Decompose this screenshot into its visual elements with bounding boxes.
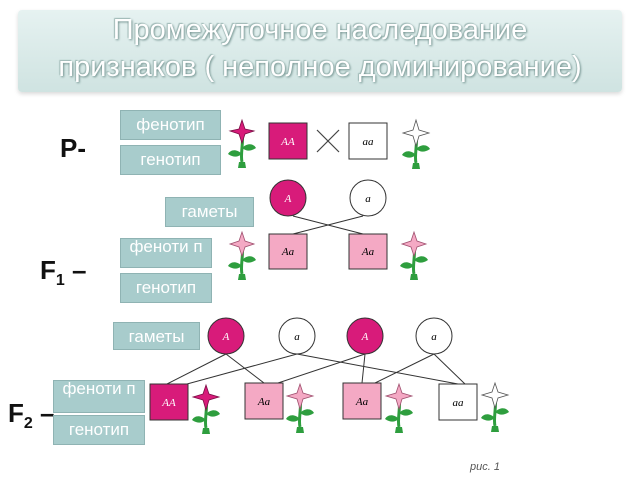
gamete-a-parent	[349, 179, 387, 217]
genotype-Aa-f2-1-text: Aa	[257, 396, 271, 408]
parent-gametes-label: гаметы	[165, 197, 254, 227]
genotype-aa-parent-text: aa	[363, 136, 375, 148]
gamete-a-parent-text: a	[365, 193, 371, 205]
genotype-Aa-f1-right	[348, 233, 388, 270]
gamete-A-f1-1	[207, 317, 245, 355]
flower-white-icon	[400, 118, 432, 171]
flower-red-icon	[226, 118, 258, 170]
gamete-a-f1-2-text: a	[431, 331, 437, 343]
f1-genotype-label: генотип	[120, 273, 212, 303]
flower-white-icon	[479, 381, 511, 434]
slide-title: Промежуточное наследование признаков ( н…	[18, 12, 622, 86]
gamete-A-parent-text: A	[284, 193, 292, 205]
generation-f2-label: F2 –	[8, 398, 55, 433]
gamete-A-f1-1-text: A	[222, 331, 230, 343]
flower-pink-icon	[284, 382, 316, 435]
f2-genotype-label: генотип	[53, 415, 145, 445]
gamete-a-f1-1	[278, 317, 316, 355]
genotype-AA-parent	[268, 122, 308, 160]
gamete-A-f1-2	[346, 317, 384, 355]
genotype-aa-parent	[348, 122, 388, 160]
genotype-aa-f2-text: aa	[453, 397, 465, 409]
gamete-A-parent	[269, 179, 307, 217]
parent-genotype-label: генотип	[120, 145, 221, 175]
f2-phenotype-label: феноти п	[53, 380, 145, 413]
genotype-Aa-f2-1	[244, 382, 284, 420]
genotype-Aa-f1-left	[268, 233, 308, 270]
flower-pink-icon	[383, 382, 415, 435]
parent-phenotype-label: фенотип	[120, 110, 221, 140]
flower-red-icon	[190, 383, 222, 436]
genotype-AA-f2-text: AA	[161, 397, 176, 409]
genotype-Aa-f1-right-text: Aa	[361, 246, 375, 258]
generation-p-label: P-	[60, 133, 86, 163]
cross-icon	[316, 129, 340, 153]
genotype-Aa-f2-2-text: Aa	[355, 396, 369, 408]
title-line-2: признаков ( неполное доминирование)	[58, 51, 582, 83]
f1-phenotype-label: феноти п	[120, 238, 212, 268]
gamete-a-f1-1-text: a	[294, 331, 300, 343]
genotype-AA-f2	[149, 383, 189, 421]
title-line-1: Промежуточное наследование	[112, 14, 528, 46]
title-bar	[18, 10, 622, 92]
f1-gametes-label: гаметы	[113, 322, 200, 350]
flower-pink-icon	[226, 230, 258, 282]
genotype-aa-f2	[438, 383, 478, 421]
genotype-Aa-f1-left-text: Aa	[281, 246, 295, 258]
cross-lines-p	[292, 215, 364, 235]
gamete-A-f1-2-text: A	[361, 331, 369, 343]
figure-caption: рис. 1	[470, 461, 500, 473]
genotype-AA-parent-text: AA	[280, 136, 295, 148]
generation-f1-label: F1 –	[40, 255, 87, 290]
cross-lines-f1	[166, 353, 466, 385]
flower-pink-icon	[398, 230, 430, 282]
genotype-Aa-f2-2	[342, 382, 382, 420]
gamete-a-f1-2	[415, 317, 453, 355]
